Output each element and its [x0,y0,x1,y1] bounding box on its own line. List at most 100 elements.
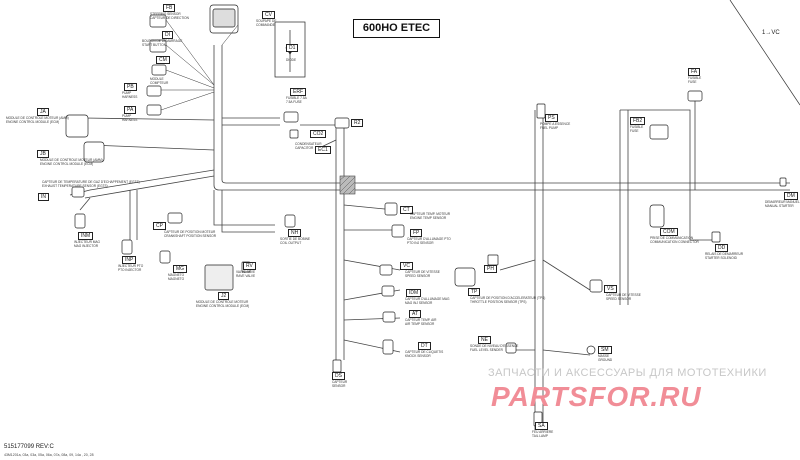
diagram-title: 600HO ETEC [362,22,431,34]
connector-desc-sm-1: MASSE [598,354,610,358]
connector-desc-di-1: BOUTON DE DEMARRAGE [142,39,183,43]
connector-desc-ds-1: CAPTEUR [332,380,348,384]
connector-desc-cp-1: CAPTEUR DE POSITION MOTEUR [164,230,216,234]
connector-desc-erf-1: FUSIBLE 7.5A [286,96,307,100]
connector-desc-sa-2: TAIL LAMP [532,434,548,438]
connector-tag-dm: DM [784,192,798,200]
connector-tag-nh: NH [288,229,302,237]
connector-desc-fa-1: FUSIBLE [688,76,702,80]
connector-desc-egts-2: EXHAUST TEMPERATURE SENSOR (EGTS) [42,184,108,188]
connector-desc-ja-1: MODULE DE CONTROLE MOTEUR (AMM) [6,116,69,120]
connector-tag-fp: FP [410,229,423,237]
connector-tag-j2: J2 [218,292,230,300]
connector-desc-jb-2: ENGINE CONTROL MODULE (ECM) [40,162,94,166]
title-box: 600HO ETEC [353,19,440,38]
connector-desc-pb-2: HARNESS [122,95,138,99]
connector-desc-at-1: CAPTEUR TEMP. AIR [405,318,437,322]
connector-desc-dt-2: KNOCK SENSOR [405,354,431,358]
connector-tag-vs: VS [604,285,617,293]
connector-tag-pb: PB [124,83,137,91]
connector-desc-mg-2: MAGNETO [168,277,185,281]
connector-tag-ph: PH [484,265,497,273]
connector-tag-inm: INM [78,232,94,240]
connector-desc-egts-1: CAPTEUR DE TEMPERATURE DE GAZ D'ECHAPPEM… [42,180,140,184]
connector-desc-ps-2: FUEL PUMP [540,126,559,130]
connector-desc-ne-2: FUEL LEVEL SENDER [470,348,503,352]
connector-desc-ec1-2: CAPACITOR [295,146,314,150]
connector-tag-jb: JB [37,150,49,158]
connector-desc-nh-2: COIL OUTPUT [280,241,302,245]
connector-desc-sa-1: FEU ARRIERE [532,430,554,434]
connector-tag-rv: RV [243,262,256,270]
connector-desc-ne-1: SONDE DE NIVEAU D'ESSENCE [470,344,519,348]
connector-desc-mg-1: MAGNETO [168,273,185,277]
connector-desc-vs-2: SPEED SENSOR [606,297,632,301]
connector-desc-jb-1: MODULE DE CONTROLE MOTEUR (AMM) [40,158,103,162]
connector-tag-ps: PS [545,114,558,122]
watermark-tagline: ЗАПЧАСТИ И АКСЕССУАРЫ ДЛЯ МОТОТЕХНИКИ [488,367,767,379]
connector-desc-fb2-1: FUSIBLE [630,125,644,129]
connector-desc-d1: DIODE [286,58,297,62]
connector-desc-fb-2: CAPTEUR DE DIRECTION [150,16,189,20]
connector-desc-nh-1: SORTIE DE BOBINE [280,237,311,241]
footnote: 43M1201a, 03a, 03a, 05a, 06a, 07a, 08a, … [4,453,94,457]
connector-desc-fp-2: PTO INJ SENSOR [407,241,434,245]
connector-desc-ct-1: CAPTEUR TEMP. MOTEUR [410,212,451,216]
connector-tag-ne: NE [478,336,491,344]
harness-trunk [69,45,790,430]
frame-corner-line [729,0,800,106]
connector-desc-ds-2: SENSOR [332,384,346,388]
connector-desc-sm-2: GROUND [598,358,613,362]
connector-tag-in: IN [38,193,49,201]
connector-tag-d1: D1 [286,44,299,52]
connector-tag-fb: FB [163,4,176,12]
leader-lines [160,19,239,111]
connector-tag-co2: CO2 [310,130,327,138]
connector-desc-com-1: PRISE DE COMMUNICATION [650,236,694,240]
connector-tag-sa: SA [535,422,548,430]
connector-tag-tp: TP [468,288,481,296]
connector-desc-di-2: START BUTTON [142,43,167,47]
connector-desc-pa-2: HARNESS [122,118,138,122]
connector-tag-r2: R2 [351,119,364,127]
connector-desc-idm-1: CAPTEUR D'ALLUMAGE MAG [405,297,450,301]
connector-desc-cv-1: SOUPAPE DE [256,19,277,23]
connector-desc-dm-2: MANUAL STARTER [765,204,794,208]
connector-desc-fp-1: CAPTEUR D'ALLUMAGE PTO [407,237,451,241]
connector-tag-fb2: FB2 [630,117,646,125]
connector-desc-ec1-1: CONDENSATEUR [295,142,322,146]
connector-desc-cv-2: COMMANDE [256,23,275,27]
connector-desc-fa-2: FUSE [688,80,697,84]
connector-desc-dm-1: DEMARREUR MANUEL [765,200,800,204]
connector-desc-com-2: COMMUNICATION CONNECTOR [650,240,699,244]
connector-tag-ec1: EC1 [315,146,331,154]
connector-desc-cp-2: CRANKSHAFT POSITION SENSOR [164,234,217,238]
connector-desc-vc-2: SPEED SENSOR [405,274,431,278]
connector-desc-pb-1: PUMP [122,91,132,95]
connector-desc-ct-2: ENGINE TEMP SENSOR [410,216,447,220]
connector-tag-dt: DT [418,342,431,350]
connector-shapes [65,4,787,427]
connector-desc-fb-1: STEERING SENSOR [150,12,181,16]
connector-tag-inp: INP [122,256,137,264]
connector-desc-dd-1: RELAIS DE DEMARREUR [705,252,744,256]
connector-desc-ja-2: ENGINE CONTROL MODULE (ECM) [6,120,60,124]
connector-desc-inp-1: INJECTEUR PTO [118,264,144,268]
connector-tag-sm: SM [598,346,612,354]
connector-tag-ct: CT [400,206,413,214]
connector-desc-cm-2: COMPTEUR [150,81,169,85]
connector-tag-vc: VC [400,262,413,270]
connector-tag-ja: JA [37,108,49,116]
connector-desc-erf-2: 7.5A FUSE [286,100,302,104]
connector-tag-idm: IDM [406,289,422,297]
connector-desc-dt-1: CAPTEUR DE CLIQUETIS [405,350,444,354]
connector-desc-tp-2: THROTTLE POSITION SENSOR (TPS) [470,300,527,304]
connector-desc-inm-1: INJECTEUR MAG [74,240,101,244]
connector-desc-rv-2: RAVE VALVE [236,274,256,278]
connector-desc-dd-2: STARTER SOLENOID [705,256,737,260]
connector-desc-j2-2: ENGINE CONTROL MODULE (ECM) [196,304,250,308]
connector-desc-inm-2: MAG INJECTOR [74,244,99,248]
junction-block [339,175,356,195]
connector-tag-di: DI [162,31,173,39]
